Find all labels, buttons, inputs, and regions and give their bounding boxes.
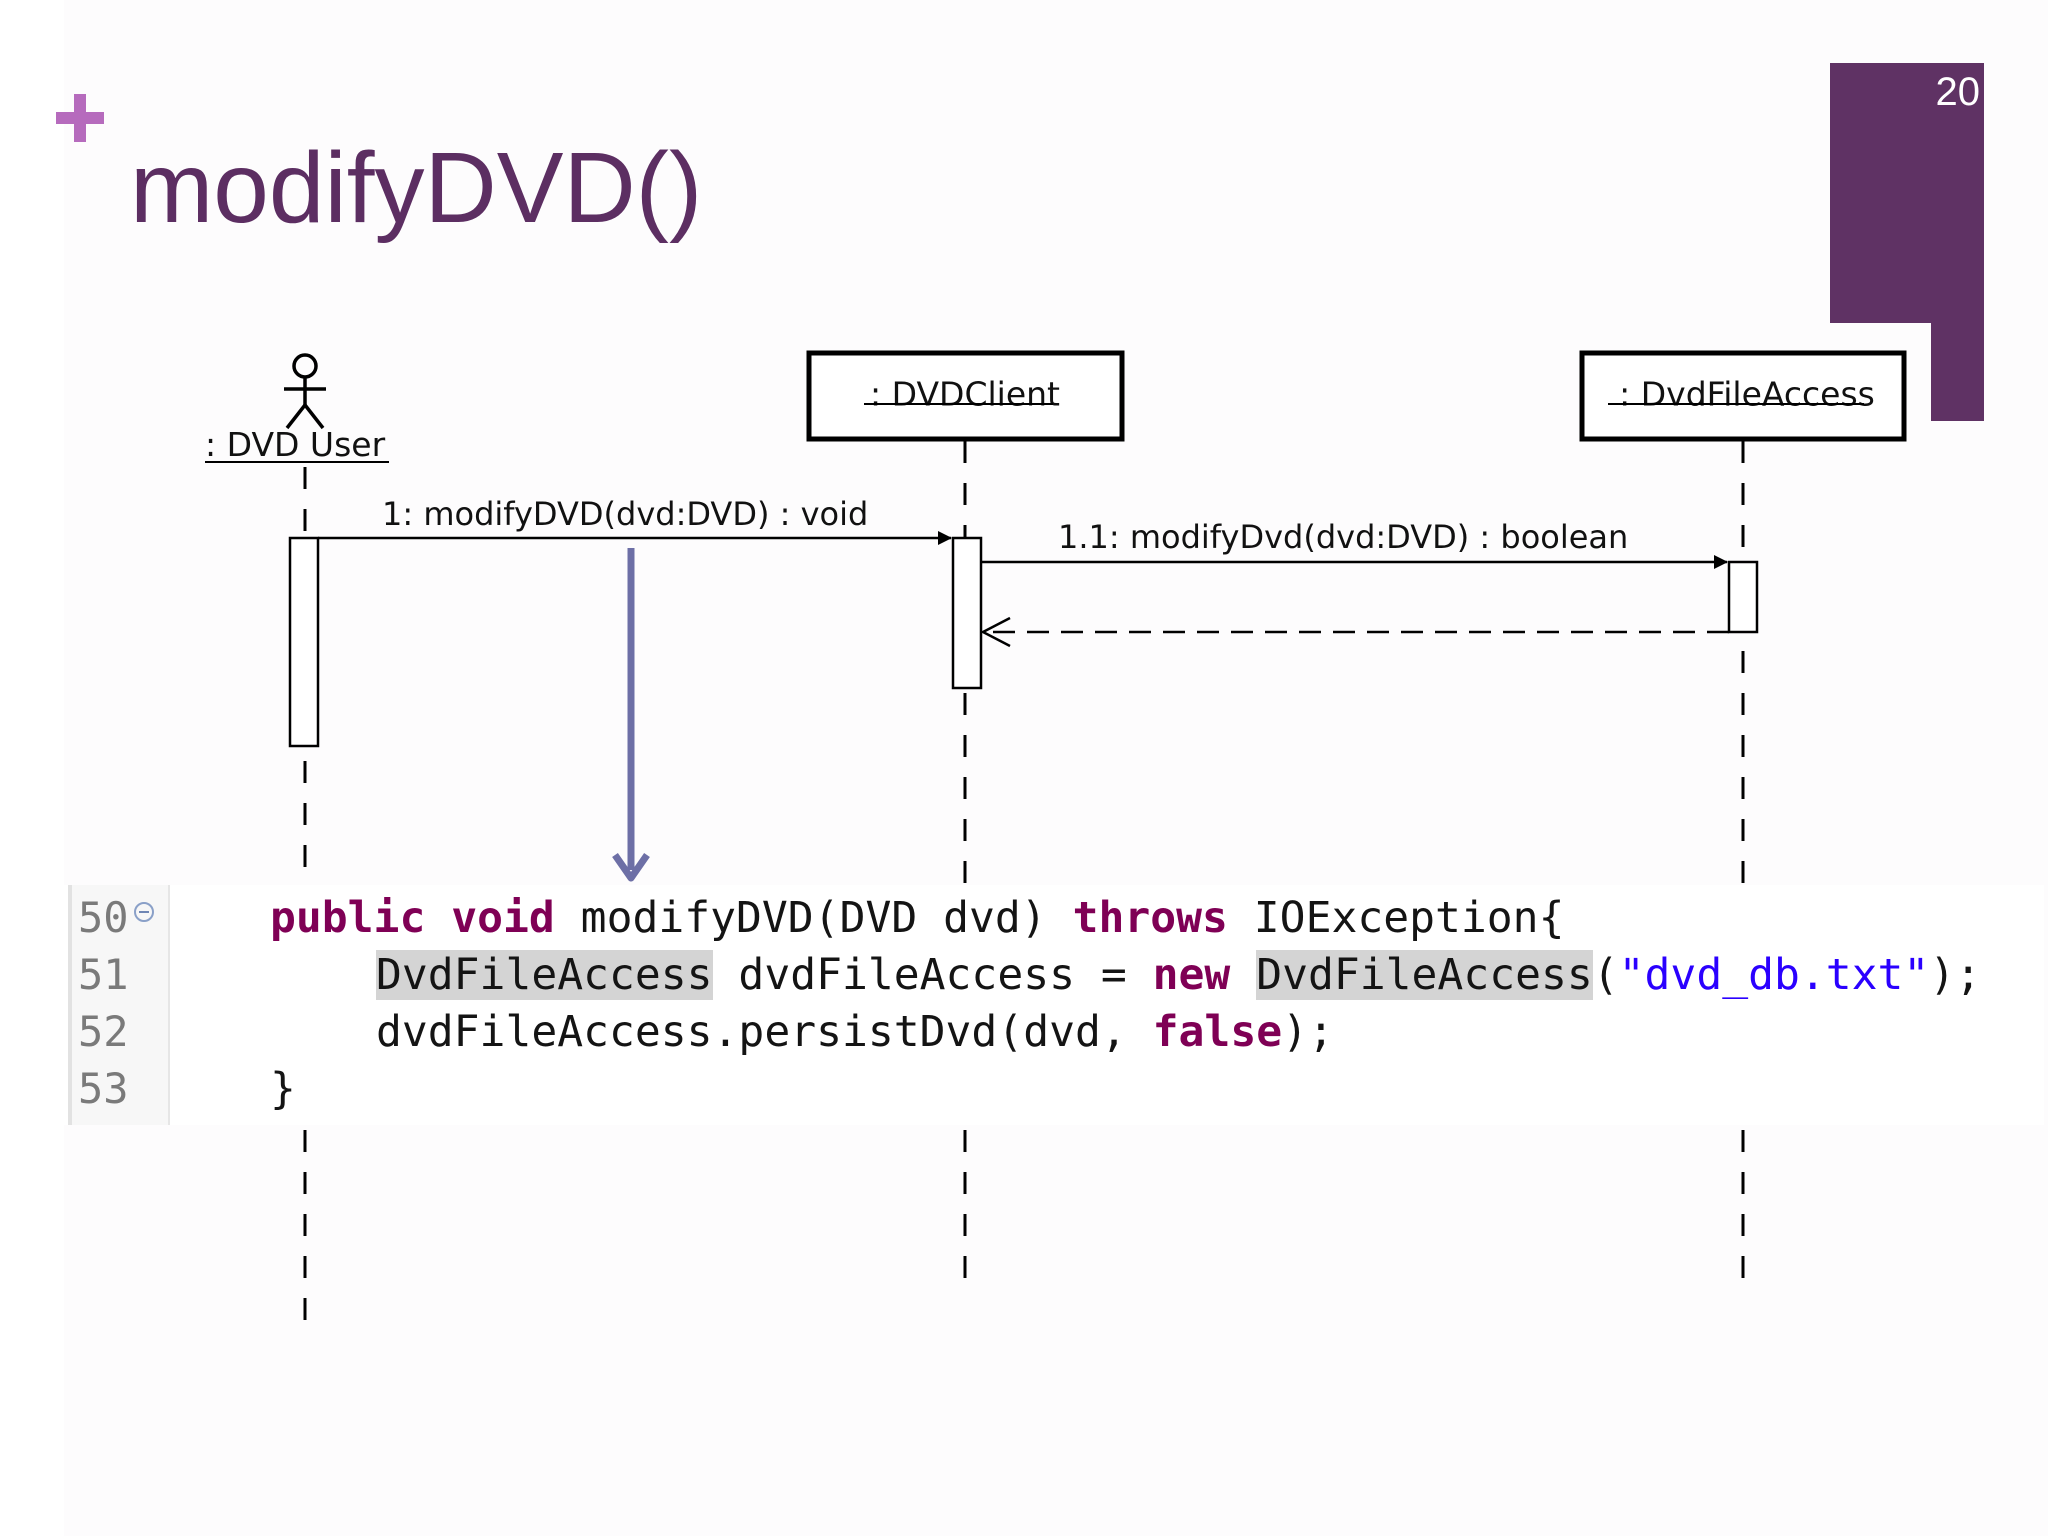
code-token: void: [451, 893, 555, 943]
code-line-52: dvdFileAccess.persistDvd(dvd, false);: [376, 1004, 1334, 1060]
page-number: 20: [1935, 70, 1981, 114]
return-arrowhead: [980, 616, 1011, 648]
lifeline-box-dvdclient: [806, 350, 1125, 442]
actor-label: : DVD User: [205, 425, 386, 464]
code-token: public: [270, 893, 426, 943]
code-token: DvdFileAccess: [376, 950, 713, 1000]
code-token: (: [1592, 950, 1619, 1000]
lifeline-box-dvdfileaccess: [1579, 350, 1907, 442]
code-token: );: [1282, 1007, 1334, 1057]
activation-bar-dvdfileaccess: [1727, 560, 1759, 634]
code-token: throws: [1072, 893, 1228, 943]
code-token: dvdFileAccess =: [712, 950, 1153, 1000]
line-number: 53: [78, 1064, 129, 1113]
code-token: dvdFileAccess.persistDvd(dvd,: [376, 1007, 1153, 1057]
code-panel: [64, 885, 2044, 1125]
code-token: "dvd_db.txt": [1618, 950, 1930, 1000]
line-number: 52: [78, 1007, 129, 1056]
code-token: modifyDVD(DVD dvd): [554, 893, 1073, 943]
activation-bar-dvd-user: [288, 536, 320, 748]
line-number: 51: [78, 950, 129, 999]
code-token: false: [1152, 1007, 1283, 1057]
lifeline-label-dvdclient: : DVDClient: [870, 375, 1060, 414]
code-token: new: [1152, 950, 1231, 1000]
code-token: }: [270, 1064, 296, 1114]
code-line-53: }: [270, 1061, 296, 1117]
activation-bar-dvdclient: [951, 536, 983, 690]
code-token: DvdFileAccess: [1256, 950, 1593, 1000]
code-line-51: DvdFileAccess dvdFileAccess = new DvdFil…: [376, 947, 1981, 1003]
code-line-50: public void modifyDVD(DVD dvd) throws IO…: [270, 890, 1564, 946]
lifeline-label-dvdfileaccess: : DvdFileAccess: [1619, 375, 1875, 414]
slide-title: modifyDVD(): [130, 132, 703, 244]
actor-icon: [284, 353, 326, 430]
pointer-arrowhead: [612, 853, 650, 882]
message-label-1: 1: modifyDVD(dvd:DVD) : void: [382, 495, 868, 533]
line-number: 50: [78, 893, 129, 942]
code-token: [425, 893, 451, 943]
fold-icon[interactable]: [134, 902, 154, 922]
corner-decoration-tail: [1931, 63, 1984, 421]
line-number-gutter: [68, 885, 170, 1125]
code-token: [1230, 950, 1256, 1000]
slide-background: [64, 0, 2048, 1536]
code-token: );: [1929, 950, 1982, 1000]
plus-icon: [52, 90, 108, 146]
message-label-1-1: 1.1: modifyDvd(dvd:DVD) : boolean: [1058, 518, 1628, 556]
code-token: IOException{: [1227, 893, 1565, 943]
